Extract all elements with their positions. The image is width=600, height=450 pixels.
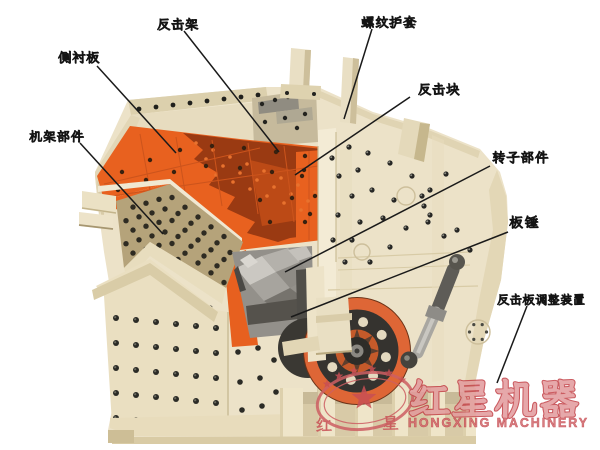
svg-text:HONGXING MACHINERY: HONGXING MACHINERY [408,416,589,430]
